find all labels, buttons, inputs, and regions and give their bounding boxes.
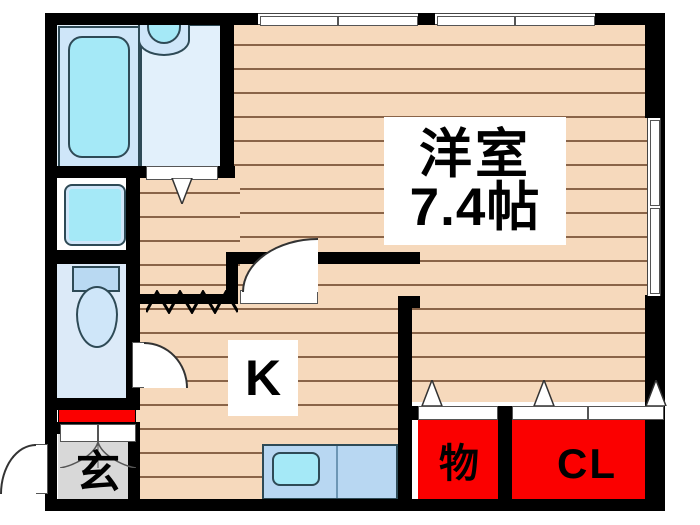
closet-door-fold-icon-left [533,380,555,406]
closet-label: CL [557,440,617,487]
wall-washroom-south [45,250,140,264]
wall-kitchen-north [136,294,238,304]
entrance-label: 玄 [76,448,120,497]
bathtub [68,36,130,158]
main-room-label-line1: 洋室 [419,125,531,184]
closet-door-fold-icon-right [645,380,667,406]
entrance-cabinet-door-left[interactable] [60,424,98,442]
storage-label: 物 [439,442,479,486]
wall-northeast-jamb [645,13,665,118]
entrance-door-panel[interactable] [34,444,48,494]
closet-door-panel-left[interactable] [512,406,588,420]
north-window-left[interactable] [258,13,418,26]
bath-door-fold-icon [171,178,193,204]
storage-door-fold-icon [421,380,443,406]
wall-corridor-east [226,252,238,304]
room-door-panel[interactable] [240,290,318,304]
entrance-cabinet-fold-icon [60,442,136,468]
main-room-label: 洋室 7.4帖 [384,117,566,245]
counter-divider [336,446,338,498]
wall-entrance-east [128,422,140,511]
wall-bath-east [220,13,234,173]
toilet-bowl [76,286,118,348]
wall-storage-closet [498,406,512,510]
entrance-door-swing-arc [0,444,36,494]
wall-kitchen-east [398,296,412,511]
wall-toilet-south [45,398,140,410]
north-window-right[interactable] [435,13,595,26]
kitchen-label: K [228,340,298,416]
closet-floor [510,420,664,504]
storage-door-panel[interactable] [418,406,498,420]
storage-floor [418,420,500,504]
entrance-cabinet-door-right[interactable] [98,424,136,442]
closet-door-panel-right[interactable] [588,406,664,420]
wall-kitchen-east-stub [398,296,420,308]
washing-machine-pan [64,184,126,246]
wall-toilet-east [126,166,140,258]
kitchen-sink [272,452,320,486]
east-window[interactable] [647,118,661,296]
main-room-label-line2: 7.4帖 [409,178,541,237]
